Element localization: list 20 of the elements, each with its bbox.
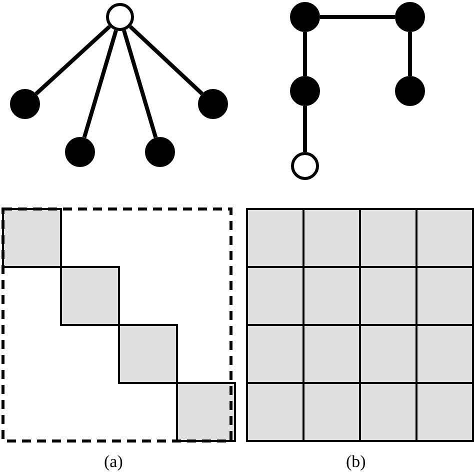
filled-vertex-circle [395, 2, 425, 32]
edge-line [408, 32, 412, 76]
filled-vertex-circle [65, 137, 95, 167]
edge-line [34, 24, 112, 96]
edge-line [122, 30, 158, 138]
edge-line [128, 25, 204, 96]
edge-line [303, 32, 307, 76]
filled-vertex-circle [10, 89, 40, 119]
filled-vertex-circle [145, 137, 175, 167]
filled-vertex-circle [290, 76, 320, 106]
edge-line [82, 30, 118, 138]
filled-vertex-circle [198, 89, 228, 119]
hollow-vertex-circle [106, 3, 134, 31]
panel-label: (a) [104, 452, 123, 472]
edge-line [303, 106, 307, 152]
filled-vertex-circle [290, 2, 320, 32]
edge-line [320, 15, 395, 19]
hollow-vertex-circle [291, 152, 319, 180]
filled-vertex-circle [395, 76, 425, 106]
panel-label: (b) [346, 452, 366, 472]
